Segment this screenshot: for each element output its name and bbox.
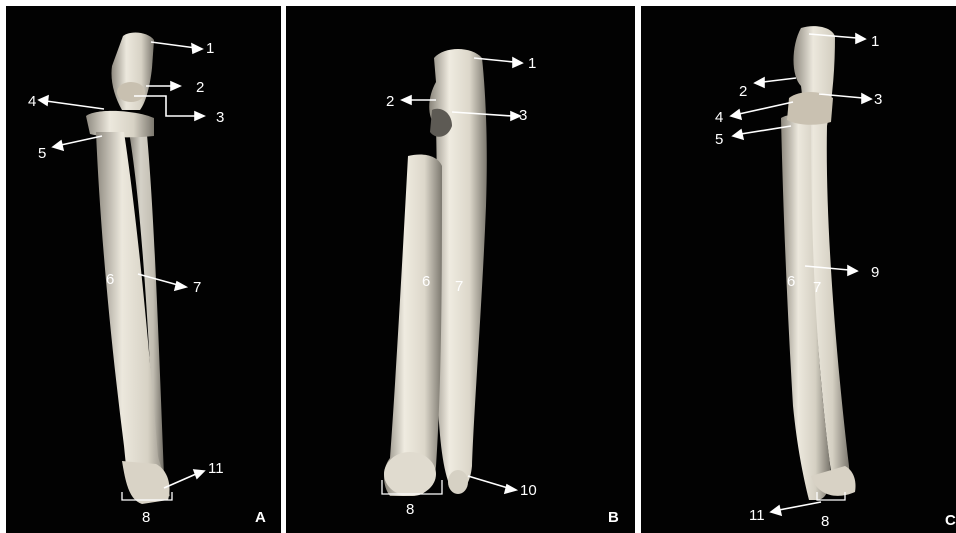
label-1: 1 [871,34,879,49]
bone-image-a [6,6,281,533]
panel-b: 1 2 3 6 7 8 10 B [286,6,635,533]
label-2: 2 [739,84,747,99]
label-3: 3 [216,110,224,125]
label-7: 7 [813,280,821,295]
label-2: 2 [196,80,204,95]
label-7: 7 [455,279,463,294]
label-8: 8 [142,510,150,525]
label-9: 9 [871,265,879,280]
label-7: 7 [193,280,201,295]
label-3: 3 [874,92,882,107]
label-1: 1 [206,41,214,56]
label-2: 2 [386,94,394,109]
label-6: 6 [422,274,430,289]
panel-letter-b: B [608,510,619,525]
label-5: 5 [715,132,723,147]
label-6: 6 [787,274,795,289]
label-4: 4 [715,110,723,125]
label-8: 8 [406,502,414,517]
label-5: 5 [38,146,46,161]
label-3: 3 [519,108,527,123]
label-11: 11 [749,508,765,523]
label-6: 6 [106,272,114,287]
label-8: 8 [821,514,829,529]
label-1: 1 [528,56,536,71]
label-11: 11 [208,461,224,476]
panel-letter-c: C [945,513,956,528]
bone-image-b [286,6,635,533]
label-10: 10 [520,483,537,498]
panel-a: 1 2 3 4 5 6 7 8 11 A [6,6,281,533]
panel-letter-a: A [255,510,266,525]
panel-c: 1 2 3 4 5 6 7 9 8 11 C [641,6,956,533]
bone-image-c [641,6,956,533]
label-4: 4 [28,94,36,109]
